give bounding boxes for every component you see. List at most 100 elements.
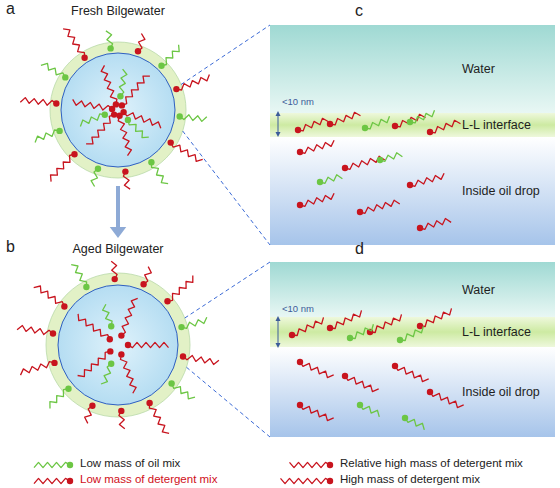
surfactant-tail <box>330 112 361 125</box>
surfactant-head <box>118 408 124 414</box>
region-label: L-L interface <box>462 325 531 339</box>
surfactant-tail <box>101 65 117 104</box>
surfactant-tail <box>281 478 331 483</box>
region-label: Inside oil drop <box>462 184 540 198</box>
surfactant-head <box>118 351 124 357</box>
surfactant-head <box>297 202 303 208</box>
surfactant-head <box>67 462 73 468</box>
surfactant-tail <box>149 403 169 433</box>
surfactant-tail <box>360 200 400 213</box>
surfactant-head <box>289 332 295 338</box>
surfactant-head <box>357 209 363 215</box>
surfactant-tail <box>180 115 207 122</box>
surfactant-tail <box>400 326 423 340</box>
panel-letter: c <box>355 2 363 20</box>
surfactant-tail <box>292 317 324 335</box>
surfactant-head <box>51 360 57 366</box>
surfactant-tail <box>380 153 402 162</box>
legend-text: High mass of detergent mix <box>340 473 480 485</box>
surfactant-tail <box>119 69 127 96</box>
surfactant-head <box>407 182 413 188</box>
surfactant-head <box>158 63 164 69</box>
surfactant-tail <box>20 98 56 106</box>
surfactant-head <box>164 298 170 304</box>
surfactant-tail <box>128 120 149 138</box>
surfactant-tail <box>320 175 342 184</box>
surfactant-head <box>146 400 152 406</box>
surfactant-head <box>407 119 413 125</box>
surfactant-head <box>427 129 433 135</box>
surfactant-head <box>89 403 95 409</box>
surfactant-head <box>397 337 403 343</box>
surfactant-head <box>113 101 119 107</box>
surfactant-tail <box>50 389 69 409</box>
surfactant-tail <box>300 362 334 378</box>
dimension-head <box>276 316 281 321</box>
surfactant-head <box>173 86 179 92</box>
thickness-label: <10 nm <box>282 303 314 314</box>
dimension-head <box>276 111 281 116</box>
surfactant-head <box>327 462 333 468</box>
zoom-leader <box>185 262 270 318</box>
surfactant-head <box>392 123 398 129</box>
surfactant-head <box>50 330 56 336</box>
droplet-shape <box>2 0 234 186</box>
surfactant-head <box>317 179 323 185</box>
surfactant-tail <box>71 265 86 287</box>
surfactant-head <box>95 166 101 172</box>
panel-letter: b <box>6 238 15 256</box>
surfactant-head <box>362 125 368 131</box>
surfactant-tail <box>121 354 137 393</box>
surfactant-head <box>342 165 348 171</box>
panel-heading: Fresh Bilgewater <box>2 4 234 18</box>
panel-heading: Aged Bilgewater <box>2 242 234 256</box>
surfactant-tail <box>17 326 53 335</box>
interface-band: L-L interface <box>270 317 555 347</box>
surfactant-head <box>108 361 114 367</box>
surfactant-head <box>71 151 77 157</box>
surfactant-tail <box>345 156 385 169</box>
surfactant-tail <box>298 118 329 131</box>
surfactant-head <box>177 113 183 119</box>
surfactant-tail <box>430 392 464 408</box>
surfactant-head <box>342 373 348 379</box>
surfactant-head <box>417 225 423 231</box>
surfactant-tail <box>360 405 379 417</box>
region-label: Water <box>462 283 495 297</box>
legend-text: Low mass of detergent mix <box>80 473 217 485</box>
surfactant-tail <box>172 384 195 399</box>
surfactant-head <box>118 332 124 338</box>
outer-ring <box>50 42 186 178</box>
surfactant-tail <box>34 286 65 307</box>
surfactant-head <box>107 348 113 354</box>
surfactant-tail <box>300 193 334 206</box>
surfactant-head <box>62 74 68 80</box>
surfactant-head <box>53 100 59 106</box>
surfactant-head <box>148 159 154 165</box>
surfactant-head <box>112 276 118 282</box>
surfactant-head <box>67 478 73 484</box>
surfactant-tail <box>78 314 110 339</box>
droplet-circle: bAged Bilgewater <box>2 238 234 430</box>
surfactant-tail <box>420 308 452 326</box>
surfactant-head <box>81 55 87 61</box>
surfactant-head <box>392 363 398 369</box>
surfactant-tail <box>182 317 207 328</box>
surfactant-tail <box>80 114 104 127</box>
dimension-line <box>278 114 279 134</box>
zoom-leader <box>181 25 270 85</box>
interface-panel: dWaterL-L interfaceInside oil drop <box>270 262 555 437</box>
surfactant-tail <box>78 351 111 376</box>
surfactant-head <box>297 402 303 408</box>
panel-letter: d <box>355 240 364 258</box>
surfactant-tail <box>34 478 70 483</box>
surfactant-head <box>377 157 383 163</box>
surfactant-head <box>297 359 303 365</box>
surfactant-tail <box>410 173 444 186</box>
surfactant-head <box>125 117 131 123</box>
surfactant-head <box>168 380 174 386</box>
surfactant-tail <box>410 110 435 123</box>
